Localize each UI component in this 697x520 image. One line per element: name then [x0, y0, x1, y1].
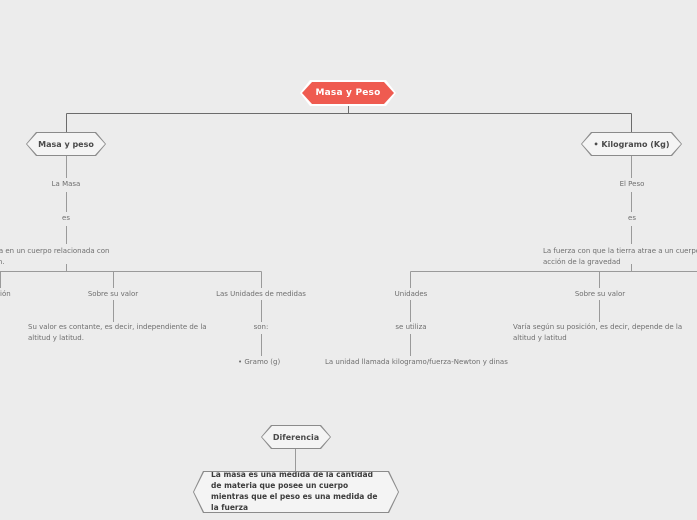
node-root[interactable]: Masa y Peso [300, 80, 396, 106]
node-kilogramo-fill: • Kilogramo (Kg) [582, 133, 681, 155]
node-masa-y-peso-fill: Masa y peso [27, 133, 105, 155]
node-kilogramo[interactable]: • Kilogramo (Kg) [581, 132, 682, 156]
label-right-valor-detail: Varía según su posición, es decir, depen… [513, 323, 683, 342]
label-left-valor-detail: Su valor es contante, es decir, independ… [28, 323, 207, 342]
node-diferencia-fill: Diferencia [262, 426, 330, 448]
label-right-relation-es: es [628, 214, 636, 222]
label-right-child-sobre-su-valor: Sobre su valor [574, 290, 626, 298]
label-left-child-composicion: ión [0, 290, 11, 298]
node-masa-y-peso-label: Masa y peso [38, 139, 94, 149]
node-diferencia[interactable]: Diferencia [261, 425, 331, 449]
label-la-masa: La Masa [51, 180, 81, 188]
node-conclusion[interactable]: La masa es una medida de la cantidad de … [193, 471, 399, 513]
label-right-relation-se-utiliza: se utiliza [395, 323, 427, 331]
node-root-label: Masa y Peso [315, 88, 381, 98]
node-conclusion-fill: La masa es una medida de la cantidad de … [194, 472, 398, 512]
node-diferencia-label: Diferencia [272, 432, 320, 442]
label-left-gramo: • Gramo (g) [238, 358, 281, 366]
node-root-fill: Masa y Peso [302, 82, 394, 104]
label-right-unidad-detail: La unidad llamada kilogramo/fuerza-Newto… [325, 358, 508, 366]
label-peso-definition: La fuerza con que la tierra atrae a un c… [543, 247, 697, 266]
node-conclusion-label: La masa es una medida de la cantidad de … [211, 470, 378, 512]
label-right-child-unidades: Unidades [394, 290, 428, 298]
node-masa-y-peso[interactable]: Masa y peso [26, 132, 106, 156]
label-left-child-unidades-medidas: Las Unidades de medidas [216, 290, 306, 298]
label-left-child-sobre-su-valor: Sobre su valor [87, 290, 139, 298]
label-el-peso: El Peso [619, 180, 645, 188]
node-kilogramo-label: • Kilogramo (Kg) [593, 139, 670, 149]
label-masa-definition: teria contenida en un cuerpo relacionada… [0, 247, 110, 266]
label-left-relation-son: son: [253, 323, 269, 331]
label-left-relation-es: es [62, 214, 70, 222]
